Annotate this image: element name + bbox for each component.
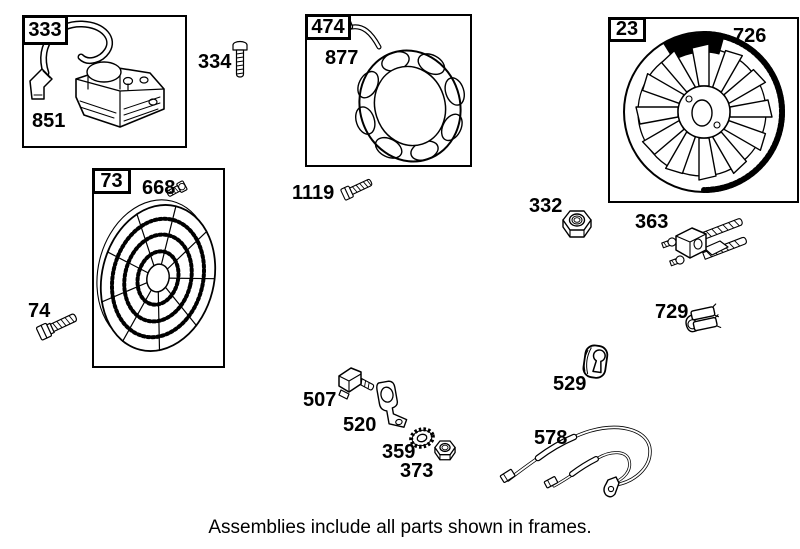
part-label-529: 529 [553,373,587,395]
part-label-1119: 1119 [292,182,335,204]
part-label-373: 373 [400,460,434,482]
part-label-363: 363 [635,211,669,233]
part-label-334: 334 [198,51,232,73]
screw-1119-illustration [340,178,373,201]
part-label-726: 726 [733,25,767,47]
grommet-529-illustration [582,344,609,379]
part-label-729: 729 [655,301,689,323]
screen-illustration [96,199,217,352]
bracket-520-illustration [376,380,408,428]
part-label-877: 877 [325,47,359,69]
part-label-359: 359 [382,441,416,463]
part-label-578: 578 [534,427,568,449]
flywheel-illustration [623,31,785,193]
part-label-520: 520 [343,414,377,436]
screw-334-illustration [232,40,248,78]
part-label-332: 332 [529,195,563,217]
part-label-668: 668 [142,177,176,199]
frame-label-333: 333 [22,15,68,45]
nut-332-illustration [562,210,592,238]
wire-578-illustration [499,425,652,498]
part-label-851: 851 [32,110,66,132]
screw-668-illustration [166,180,188,197]
part-label-74: 74 [28,300,51,322]
bracket-363-illustration [661,218,747,267]
frame-label-474: 474 [305,14,351,40]
washer-359-illustration [409,427,435,449]
frame-label-73: 73 [92,168,131,194]
clamp-729-illustration [685,303,722,333]
frame-label-23: 23 [608,17,646,42]
ignition-coil-illustration [29,20,165,128]
part-label-507: 507 [303,389,337,411]
nut-373-illustration [434,440,456,461]
bolt-74-illustration [35,313,78,341]
diagram-caption: Assemblies include all parts shown in fr… [208,517,592,538]
switch-507-illustration [338,367,375,400]
